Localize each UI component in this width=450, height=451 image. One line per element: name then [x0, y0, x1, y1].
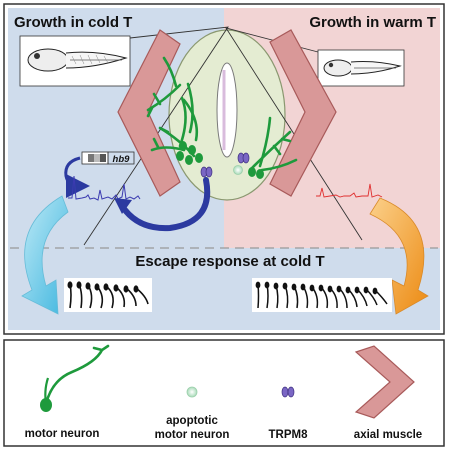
- right-title: Growth in warm T: [309, 14, 436, 31]
- legend-apoptotic-label-1: apoptotic: [166, 415, 218, 427]
- hb9-gene-box: hb9: [81, 151, 135, 165]
- legend-motor-neuron-icon: [40, 344, 110, 412]
- legend-apoptotic-label-2: motor neuron: [155, 429, 230, 441]
- trpm8-cold: [200, 166, 213, 178]
- escape-strip-warm: [252, 278, 392, 312]
- cold-outcome-arrow: [21, 195, 69, 315]
- apoptotic-neuron-warm: [233, 165, 243, 175]
- legend-panel: motor neuron apoptotic motor neuron TRPM…: [3, 339, 445, 447]
- legend-motor-neuron-label: motor neuron: [25, 428, 100, 440]
- legend-trpm8-label: TRPM8: [269, 429, 309, 441]
- axial-muscle-left: [117, 29, 181, 197]
- escape-strip-cold: [64, 278, 152, 312]
- cold-activity-trace: [68, 175, 141, 201]
- tadpole-inset-warm: [317, 49, 405, 87]
- legend-axial-muscle-icon: [354, 345, 415, 419]
- warm-outcome-arrow: [369, 197, 429, 315]
- legend-apoptotic-icon: [186, 386, 198, 398]
- legend-axial-muscle-label: axial muscle: [354, 429, 422, 441]
- tadpole-inset-cold: [19, 35, 131, 87]
- arrowhead: [114, 198, 132, 214]
- bottom-title: Escape response at cold T: [135, 253, 324, 270]
- warm-activity-trace: [316, 183, 383, 198]
- hb9-label: hb9: [113, 154, 131, 165]
- left-title: Growth in cold T: [14, 14, 132, 31]
- trpm8-warm: [237, 152, 250, 164]
- motor-neurons-warm: [250, 116, 298, 172]
- legend-trpm8-icon: [281, 386, 295, 398]
- motor-neuron-somata-warm: [248, 167, 264, 179]
- top-panel: Growth in cold T Growth in warm T: [3, 3, 445, 335]
- axial-muscle-right: [269, 29, 337, 197]
- trpm8-to-activity-arrow: [119, 177, 211, 232]
- motor-neuron-somata-cold: [176, 141, 203, 165]
